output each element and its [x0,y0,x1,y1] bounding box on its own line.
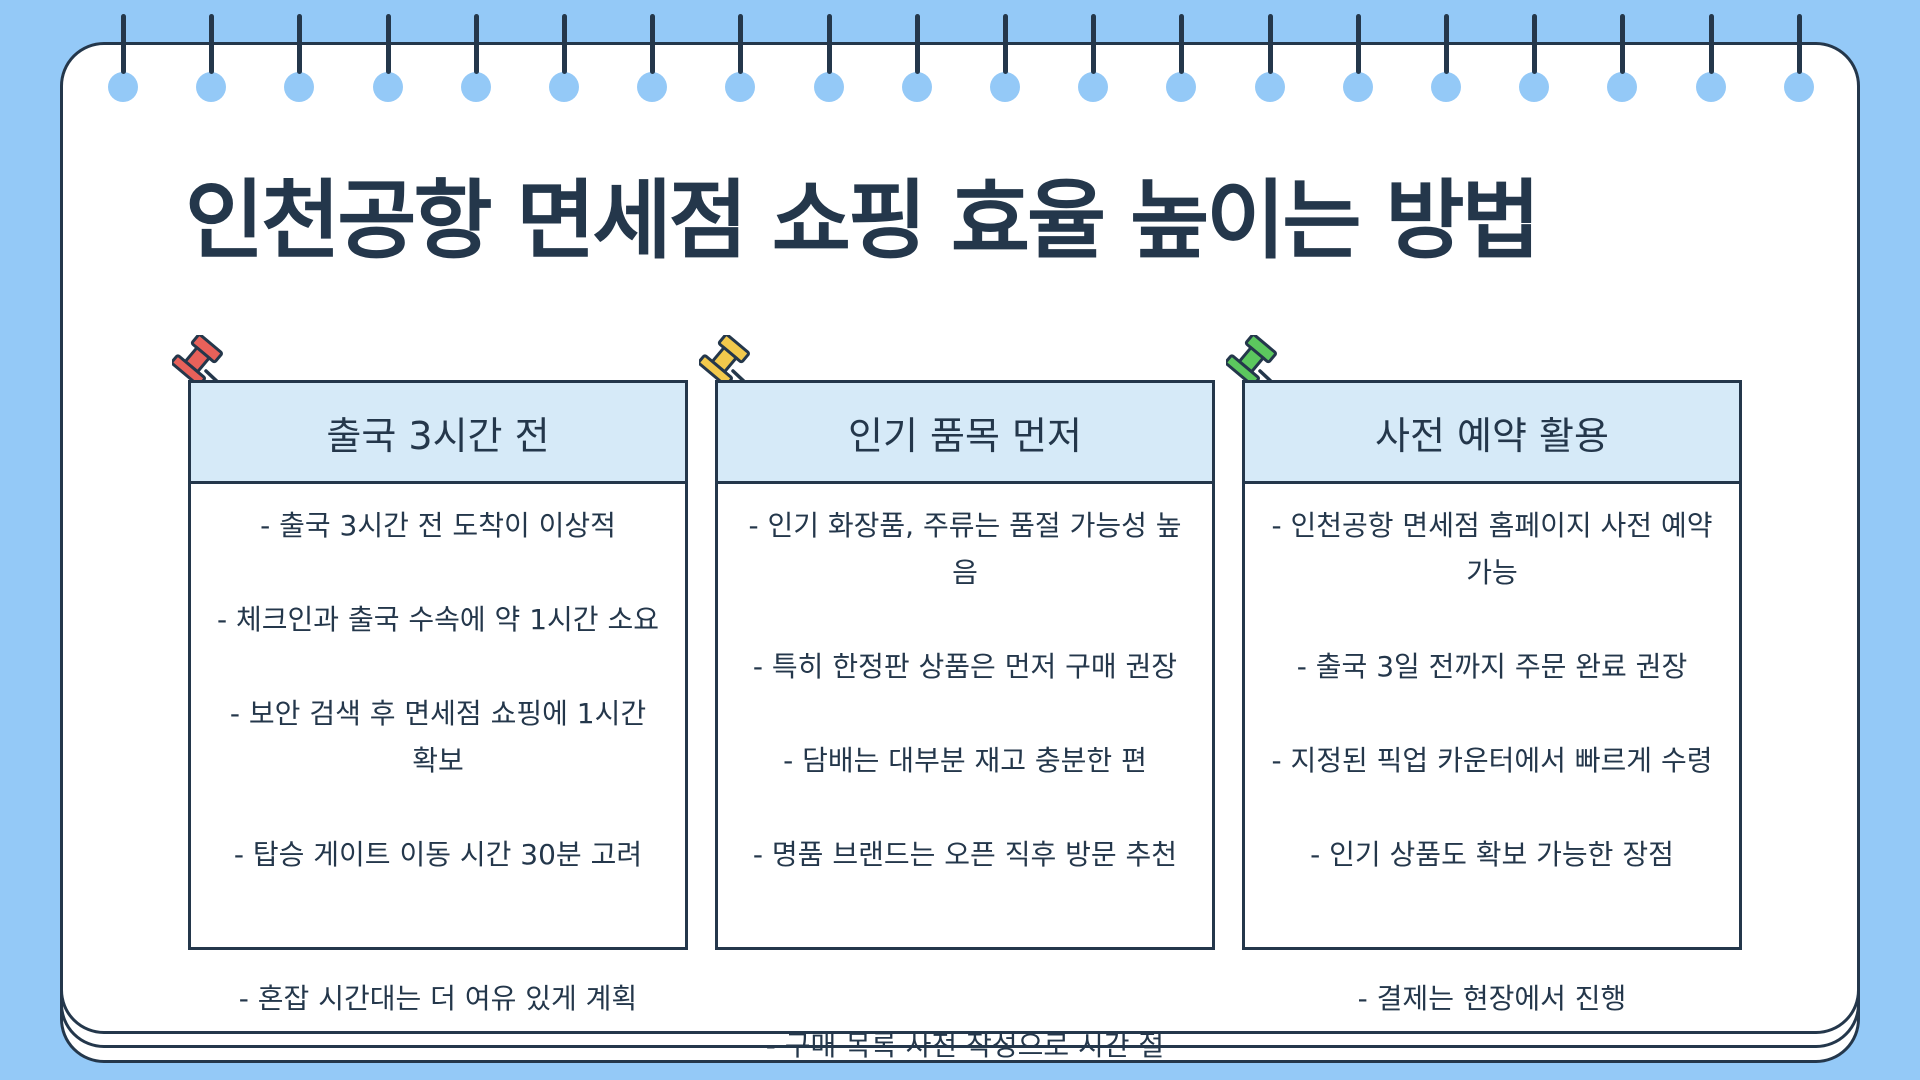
binding-ring [813,14,844,102]
card-header: 인기 품목 먼저 [718,383,1212,484]
card-body: - 인기 화장품, 주류는 품절 가능성 높음 - 특히 한정판 상품은 먼저 … [718,484,1212,878]
binding-ring [549,14,579,102]
list-item: - 담배는 대부분 재고 충분한 편 [783,744,1147,777]
binding-ring [637,14,668,102]
binding-ring [1519,14,1550,102]
pushpin-red-icon [172,335,240,403]
binding-ring [1431,14,1461,102]
list-item: - 혼잡 시간대는 더 여유 있게 계획 [238,982,638,1015]
list-item: - 명품 브랜드는 오픈 직후 방문 추천 [752,838,1178,871]
binding-ring [372,14,403,102]
list-item: - 보안 검색 후 면세점 쇼핑에 1시간 확보 [229,697,647,777]
binding-ring [1783,14,1814,102]
card-header: 사전 예약 활용 [1245,383,1739,484]
card-pre-order: 사전 예약 활용 - 인천공항 면세점 홈페이지 사전 예약 가능 - 출국 3… [1242,380,1742,950]
list-item: - 체크인과 출국 수속에 약 1시간 소요 [217,603,659,636]
binding-ring [901,14,932,102]
binding-ring [990,14,1020,102]
list-item: - 인천공항 면세점 홈페이지 사전 예약 가능 [1271,509,1713,589]
binding-ring [108,14,138,102]
list-item: - 인기 상품도 확보 가능한 장점 [1310,838,1674,871]
list-item: - 특히 한정판 상품은 먼저 구매 권장 [752,650,1178,683]
binding-ring [1254,14,1285,102]
binding-ring [1342,14,1373,102]
card-popular-items: 인기 품목 먼저 - 인기 화장품, 주류는 품절 가능성 높음 - 특히 한정… [715,380,1215,950]
binding-ring [1078,14,1109,102]
list-item: - 결제는 현장에서 진행 [1357,982,1627,1015]
page-title: 인천공항 면세점 쇼핑 효율 높이는 방법 [185,171,1541,271]
list-item: - 구매 목록 사전 작성으로 시간 절 [765,1029,1165,1062]
list-item: - 지정된 픽업 카운터에서 빠르게 수령 [1271,744,1713,777]
card-header: 출국 3시간 전 [191,383,685,484]
binding-ring [1695,14,1726,102]
binding-ring [1166,14,1197,102]
card-body: - 인천공항 면세점 홈페이지 사전 예약 가능 - 출국 3일 전까지 주문 … [1245,484,1739,878]
list-item: - 탑승 게이트 이동 시간 30분 고려 [233,838,643,871]
list-item: - 인기 화장품, 주류는 품절 가능성 높음 [748,509,1182,589]
binding-ring [1607,14,1638,102]
binding-ring [284,14,315,102]
list-item: - 출국 3일 전까지 주문 완료 권장 [1296,650,1688,683]
card-departure-time: 출국 3시간 전 - 출국 3시간 전 도착이 이상적 - 체크인과 출국 수속… [188,380,688,950]
list-item: - 출국 3시간 전 도착이 이상적 [260,509,616,542]
card-body: - 출국 3시간 전 도착이 이상적 - 체크인과 출국 수속에 약 1시간 소… [191,484,685,878]
binding-ring [725,14,756,102]
binding-ring [196,14,227,102]
binding-ring [460,14,491,102]
